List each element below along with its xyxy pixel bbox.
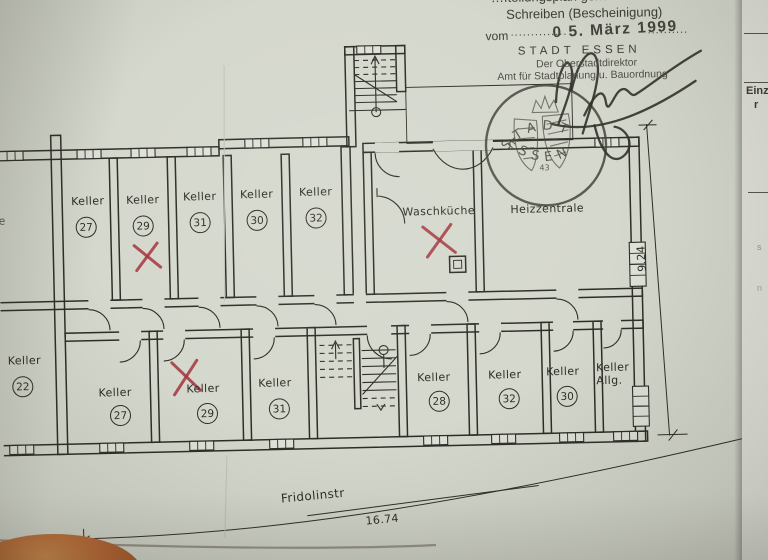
sheet-text-fragment-1: Einz [746, 85, 768, 97]
sheet-rule-line [748, 192, 768, 193]
room-label-keller30-top: Keller [239, 187, 274, 202]
red-x-mark-waschkueche [421, 222, 457, 259]
stamp-number: 43 [539, 163, 549, 172]
sheet-text-fragment-2: r [754, 99, 759, 111]
red-x-mark-keller29-top [132, 241, 163, 273]
header-vom-label: vom [485, 28, 509, 44]
room-label-keller29-bottom: Keller [186, 381, 220, 396]
room-label-keller28: Keller [417, 370, 451, 385]
door-openings [88, 139, 622, 342]
sheet-text-fragment-3: s [757, 242, 762, 252]
crease-lines [223, 65, 228, 538]
staircase-symbol-top [349, 54, 407, 118]
header-city: STADT ESSEN [517, 43, 641, 58]
dimension-line-right [638, 119, 688, 441]
room-label-keller32-bottom: Keller [488, 367, 522, 382]
outer-walls [0, 44, 649, 457]
room-label-keller32-top: Keller [298, 185, 333, 199]
room-label-keller27-top: Keller [70, 194, 105, 209]
room-label-waschkueche: Waschküche [402, 203, 476, 219]
room-label-keller29-top: Keller [125, 193, 160, 207]
staircase-symbol-bottom [319, 337, 399, 412]
room-label-keller27-bottom: Keller [98, 385, 132, 400]
room-label-keller30-bottom: Keller [545, 364, 580, 379]
partial-room-label: e [0, 214, 6, 228]
header-dotted-right: .......... [647, 23, 689, 37]
room-label-keller22: Keller [7, 353, 42, 368]
chimney-flue-symbol [448, 255, 467, 274]
window-symbols [0, 44, 650, 456]
room-label-keller-allg-line1: Keller [595, 360, 630, 375]
door-swing-arcs [88, 147, 622, 363]
red-x-mark-keller29-bottom [170, 358, 202, 397]
room-label-keller31-top: Keller [182, 189, 217, 204]
header-office2: Amt für Stadtplanung u. Bauordnung [497, 68, 668, 84]
room-label-keller-allg: Keller Allg. [596, 360, 630, 387]
adjacent-sheet-strip: Einz r s n [742, 0, 768, 560]
signature [551, 49, 703, 161]
dimension-height-value: 9.24 [634, 245, 649, 273]
paper-edge-shadow [734, 0, 744, 560]
dimension-line-bottom [77, 437, 746, 549]
room-label-keller31-bottom: Keller [258, 376, 292, 390]
room-label-keller-allg-line2: Allg. [596, 373, 623, 388]
sheet-text-fragment-4: n [757, 283, 763, 293]
coat-of-arms-icon: 43 [513, 94, 571, 172]
sheet-rule-line [744, 33, 768, 34]
sheet-rule-line [744, 82, 768, 83]
header-note: …fteilungsplan gehör… zum Schreiben (Bes… [0, 0, 768, 127]
room-label-heizzentrale: Heizzentrale [510, 201, 585, 217]
